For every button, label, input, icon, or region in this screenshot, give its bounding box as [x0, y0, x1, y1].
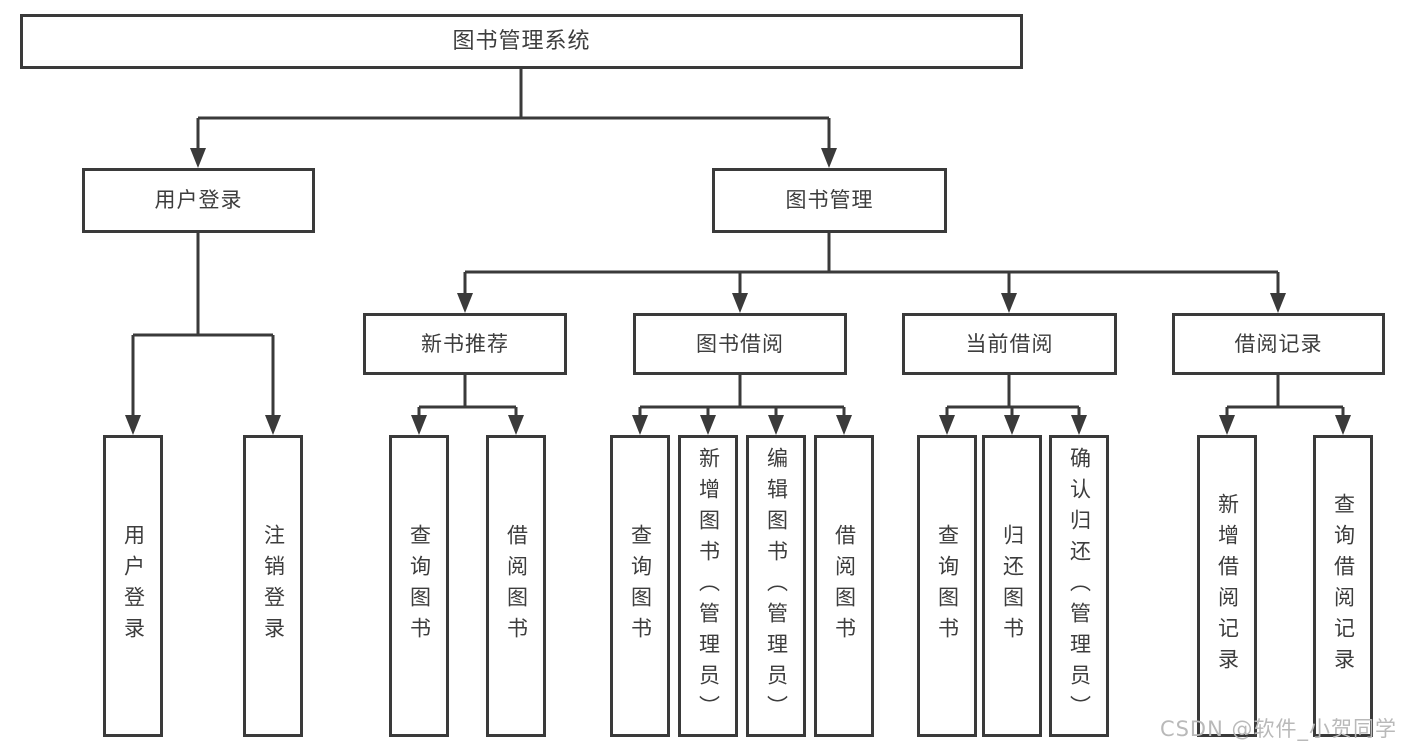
node-query-books-current: 查询图书 [917, 435, 977, 737]
node-book-borrowing: 图书借阅 [633, 313, 847, 375]
node-add-borrow-record: 新增借阅记录 [1197, 435, 1257, 737]
node-edit-books-admin: 编辑图书（管理员） [746, 435, 806, 737]
node-query-borrow-record: 查询借阅记录 [1313, 435, 1373, 737]
node-user-login: 用户登录 [82, 168, 315, 233]
node-book-management: 图书管理 [712, 168, 947, 233]
node-query-books-recommendation: 查询图书 [389, 435, 449, 737]
csdn-watermark: CSDN @软件_小贺同学 [1159, 717, 1397, 741]
node-leaf-user-login: 用户登录 [103, 435, 163, 737]
node-current-borrowing: 当前借阅 [902, 313, 1117, 375]
node-borrow-books-recommendation: 借阅图书 [486, 435, 546, 737]
node-return-books: 归还图书 [982, 435, 1042, 737]
node-leaf-logout: 注销登录 [243, 435, 303, 737]
node-confirm-return-admin: 确认归还（管理员） [1049, 435, 1109, 737]
node-query-books-borrowing: 查询图书 [610, 435, 670, 737]
node-borrow-books-borrowing: 借阅图书 [814, 435, 874, 737]
node-new-book-recommendation: 新书推荐 [363, 313, 567, 375]
node-add-books-admin: 新增图书（管理员） [678, 435, 738, 737]
node-borrowing-records: 借阅记录 [1172, 313, 1385, 375]
node-library-management-system: 图书管理系统 [20, 14, 1023, 69]
